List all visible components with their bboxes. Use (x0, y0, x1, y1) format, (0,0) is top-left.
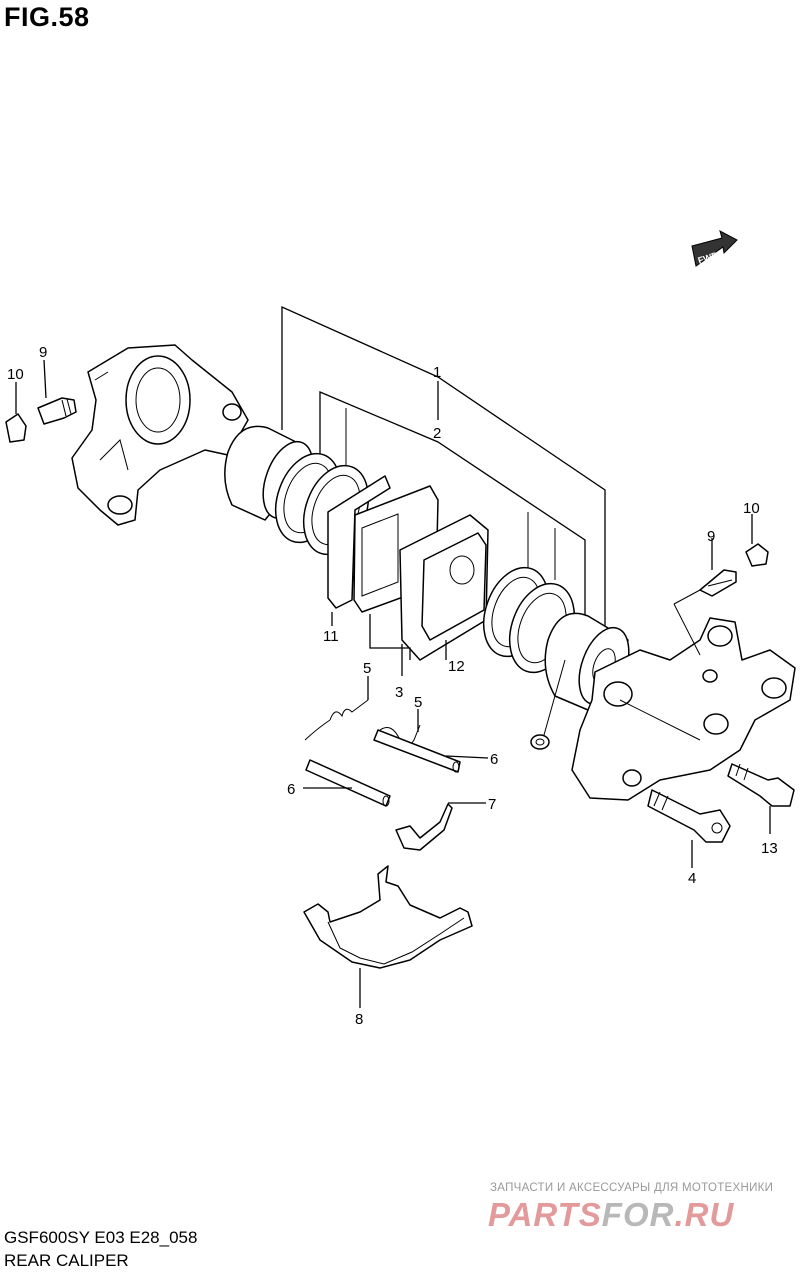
callout-9a: 9 (39, 344, 47, 361)
washer (530, 659, 566, 750)
bleeder-cap-right (745, 543, 769, 567)
caliper-cover (303, 865, 473, 969)
figure-title: FIG.58 (4, 2, 90, 32)
callout-11: 11 (323, 628, 339, 645)
bleeder-cap-left (5, 413, 27, 443)
callout-1: 1 (433, 364, 441, 381)
callout-2: 2 (433, 425, 441, 442)
callout-5b: 5 (414, 694, 422, 711)
pad-clip-left (304, 699, 369, 741)
callout-9b: 9 (707, 528, 715, 545)
watermark-logo-end: .RU (674, 1196, 735, 1233)
bleeder-screw-right (673, 569, 737, 656)
watermark-logo-main: PARTS (488, 1196, 602, 1233)
callouts: 1 2 3 4 5 5 6 6 7 8 9 9 10 10 11 12 13 (7, 344, 778, 1028)
bolt-13 (727, 763, 795, 807)
brake-pad-outer (399, 514, 489, 661)
callout-4: 4 (688, 870, 696, 887)
bolt-4 (647, 789, 731, 843)
watermark-logo: PARTSFOR.RU (488, 1196, 734, 1234)
pad-pin-upper (373, 729, 461, 773)
watermark-tagline: ЗАПЧАСТИ И АКСЕССУАРЫ ДЛЯ МОТОТЕХНИКИ (490, 1182, 774, 1194)
callout-8: 8 (355, 1011, 363, 1028)
model-code: GSF600SY E03 E28_058 (4, 1228, 198, 1247)
caliper-body-right (571, 617, 796, 801)
ref-2-bracket (319, 381, 586, 620)
piston-right (544, 612, 630, 711)
callout-10b: 10 (743, 500, 760, 517)
callout-13: 13 (761, 840, 778, 857)
leader-lines (15, 359, 771, 1008)
diagram-caption: REAR CALIPER (4, 1251, 129, 1270)
bleeder-screw-left (37, 397, 77, 425)
pad-spring (395, 803, 453, 851)
ref-1-bracket (281, 305, 606, 650)
pad-pin-lower (305, 759, 391, 807)
watermark-logo-alt: FOR (601, 1196, 675, 1233)
fwd-arrow-icon: FWD (691, 230, 738, 267)
callout-3: 3 (395, 684, 403, 701)
callout-5a: 5 (363, 660, 371, 677)
callout-6b: 6 (287, 781, 295, 798)
caliper-body-left (71, 344, 249, 526)
callout-6a: 6 (490, 751, 498, 768)
pad-shim (327, 475, 391, 609)
callout-7: 7 (488, 796, 496, 813)
callout-10a: 10 (7, 366, 24, 383)
callout-12: 12 (448, 658, 465, 675)
